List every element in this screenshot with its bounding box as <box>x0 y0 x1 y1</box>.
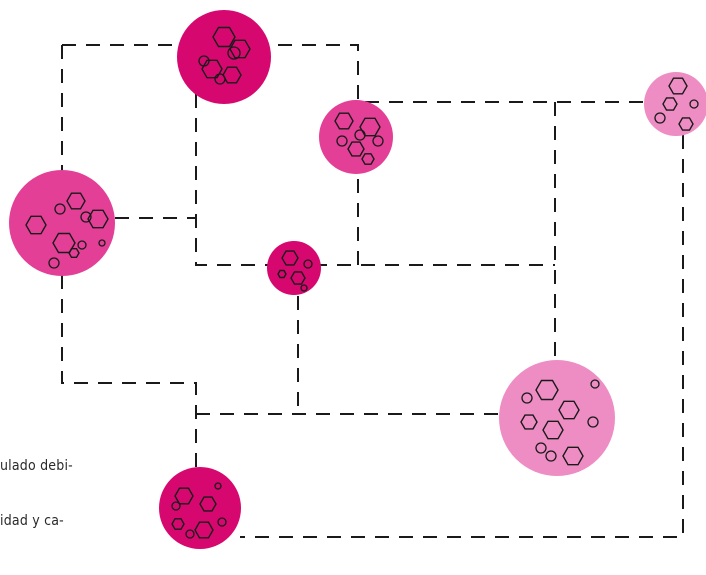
hexagon-cell <box>562 446 584 466</box>
hexagon-cell <box>212 26 236 48</box>
text-fragment-1: ulado debi- <box>0 458 73 474</box>
hexagon-cell <box>668 77 688 95</box>
hexagon-cell <box>662 97 678 111</box>
round-cell <box>214 73 226 85</box>
hexagon-cell <box>535 379 559 401</box>
round-cell <box>185 529 195 539</box>
hexagon-cell <box>201 59 223 79</box>
node-lower-right-large <box>499 360 615 476</box>
hexagon-cell <box>87 209 109 229</box>
round-cell <box>198 55 210 67</box>
connector-inner-frame <box>195 70 555 266</box>
node-lower-right-large-disc <box>499 360 615 476</box>
hexagon-cell <box>558 400 580 420</box>
hexagon-cell <box>281 250 299 266</box>
hexagon-cell <box>66 192 86 210</box>
node-top-right-disc <box>644 72 706 136</box>
round-cell <box>654 112 666 124</box>
hexagon-cell <box>194 521 214 539</box>
round-cell <box>587 416 599 428</box>
round-cell <box>171 501 181 511</box>
node-top-center-disc <box>177 10 271 104</box>
node-center-small-disc <box>267 241 321 295</box>
connector-top-frame <box>62 44 650 103</box>
hexagon-cell <box>520 414 538 430</box>
node-bottom-left <box>159 467 241 549</box>
hexagon-cell <box>68 247 80 258</box>
round-cell <box>80 211 92 223</box>
node-top-right <box>644 72 706 136</box>
round-cell <box>590 379 600 389</box>
round-cell <box>354 129 366 141</box>
hexagon-cell <box>347 141 365 157</box>
round-cell <box>521 392 533 404</box>
hexagon-cell <box>290 271 306 285</box>
round-cell <box>545 450 557 462</box>
nodes-layer <box>9 10 706 549</box>
node-left-large <box>9 170 115 276</box>
hexagon-cell <box>542 420 564 440</box>
connector-left-lower <box>61 275 197 470</box>
round-cell <box>336 135 348 147</box>
round-cell <box>48 257 60 269</box>
hexagon-cell <box>199 496 217 512</box>
round-cell <box>227 46 241 60</box>
round-cell <box>98 239 106 247</box>
node-top-center <box>177 10 271 104</box>
round-cell <box>300 284 308 292</box>
round-cell <box>535 442 547 454</box>
node-upper-middle <box>319 100 393 174</box>
hexagon-cell <box>678 117 694 131</box>
hexagon-cell <box>277 269 287 279</box>
round-cell <box>217 517 227 527</box>
hexagon-cell <box>25 215 47 235</box>
hexagon-cell <box>359 117 381 137</box>
round-cell <box>214 482 222 490</box>
text-fragment-2: idad y ca- <box>0 513 64 529</box>
hexagon-cell <box>174 487 194 505</box>
round-cell <box>372 135 384 147</box>
round-cell <box>689 99 699 109</box>
round-cell <box>77 240 87 250</box>
hexagon-cell <box>171 518 185 530</box>
connector-far-right <box>240 135 684 538</box>
hexagon-cell <box>334 112 354 130</box>
round-cell <box>54 203 66 215</box>
node-center-small <box>267 241 321 295</box>
round-cell <box>303 259 313 269</box>
node-left-large-disc <box>9 170 115 276</box>
hexagon-cell <box>361 153 375 165</box>
node-bottom-left-disc <box>159 467 241 549</box>
